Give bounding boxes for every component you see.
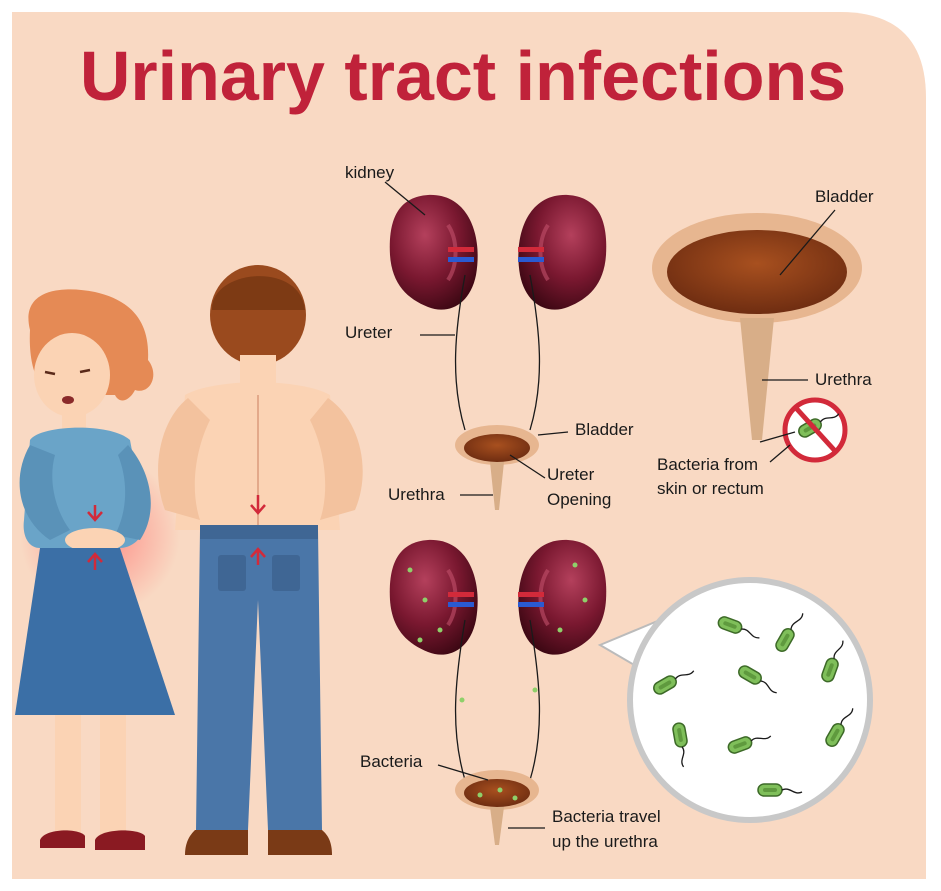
- urinary-system-infected: [387, 537, 609, 845]
- label-urethra-right: Urethra: [815, 370, 872, 389]
- label-ureter-opening-2: Opening: [547, 490, 611, 509]
- label-bacteria-bottom: Bacteria: [360, 752, 423, 771]
- man-back-pain-icon: [158, 265, 363, 855]
- label-bacteria-travel-2: up the urethra: [552, 832, 658, 851]
- woman-abdominal-pain-icon: [15, 289, 180, 850]
- label-bladder-top: Bladder: [575, 420, 634, 439]
- page-title: Urinary tract infections: [80, 37, 846, 115]
- magnifier-circle-icon: [597, 577, 873, 823]
- label-bladder-right: Bladder: [815, 187, 874, 206]
- label-ureter: Ureter: [345, 323, 393, 342]
- no-sign-icon: [782, 397, 848, 463]
- label-bacteria-from-2: skin or rectum: [657, 479, 764, 498]
- urinary-system-healthy: [387, 192, 609, 510]
- label-bacteria-travel-1: Bacteria travel: [552, 807, 661, 826]
- bacteria-dots: [407, 562, 588, 801]
- bladder-icon: [455, 425, 539, 510]
- label-kidney: kidney: [345, 163, 395, 182]
- label-urethra-top: Urethra: [388, 485, 445, 504]
- label-ureter-opening-1: Ureter: [547, 465, 595, 484]
- label-bacteria-from-1: Bacteria from: [657, 455, 758, 474]
